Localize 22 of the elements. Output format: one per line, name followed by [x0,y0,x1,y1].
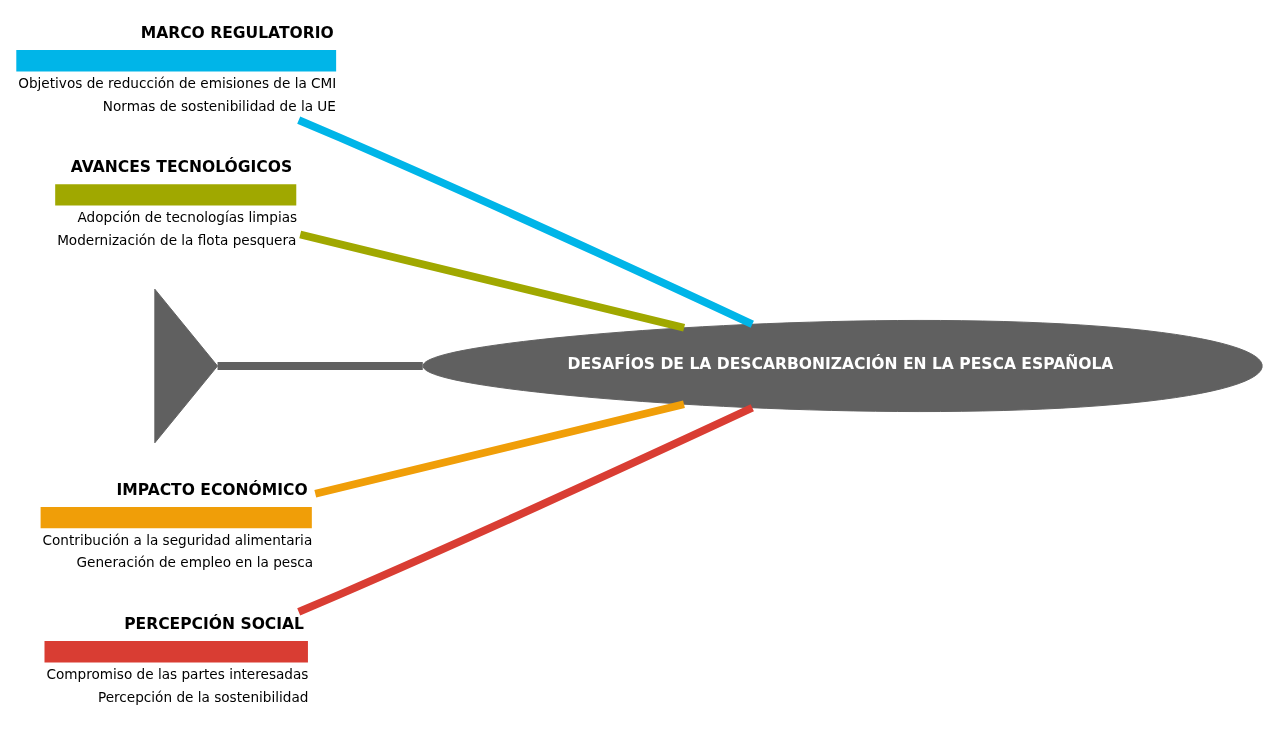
node-label: Percepción de la sostenibilidad [97,688,309,705]
node-label: AVANCES TECNOLÓGICOS [70,157,293,176]
node-box [16,49,337,71]
node-label: Contribución a la seguridad alimentaria [42,531,313,548]
node-box [44,640,308,662]
node-label: Adopción de tecnologías limpias [77,208,298,225]
node-label: Generación de empleo en la pesca [76,553,314,570]
node-box [40,506,312,528]
connector [297,116,754,328]
node-label: Objetivos de reducción de emisiones de la CMI [18,74,337,91]
connector [314,400,685,498]
node-triangle [154,288,218,443]
node-label: Normas de sostenibilidad de la UE [102,97,336,114]
node-label: Compromiso de las partes interesadas [46,665,309,682]
connector [217,361,423,370]
node-label: Modernización de la flota pesquera [57,231,297,248]
connector [299,230,686,332]
node-label: MARCO REGULATORIO [140,23,334,42]
node-label: IMPACTO ECONÓMICO [116,480,308,499]
connector [297,403,754,615]
node-label: PERCEPCIÓN SOCIAL [124,614,305,633]
node-box [55,183,297,206]
